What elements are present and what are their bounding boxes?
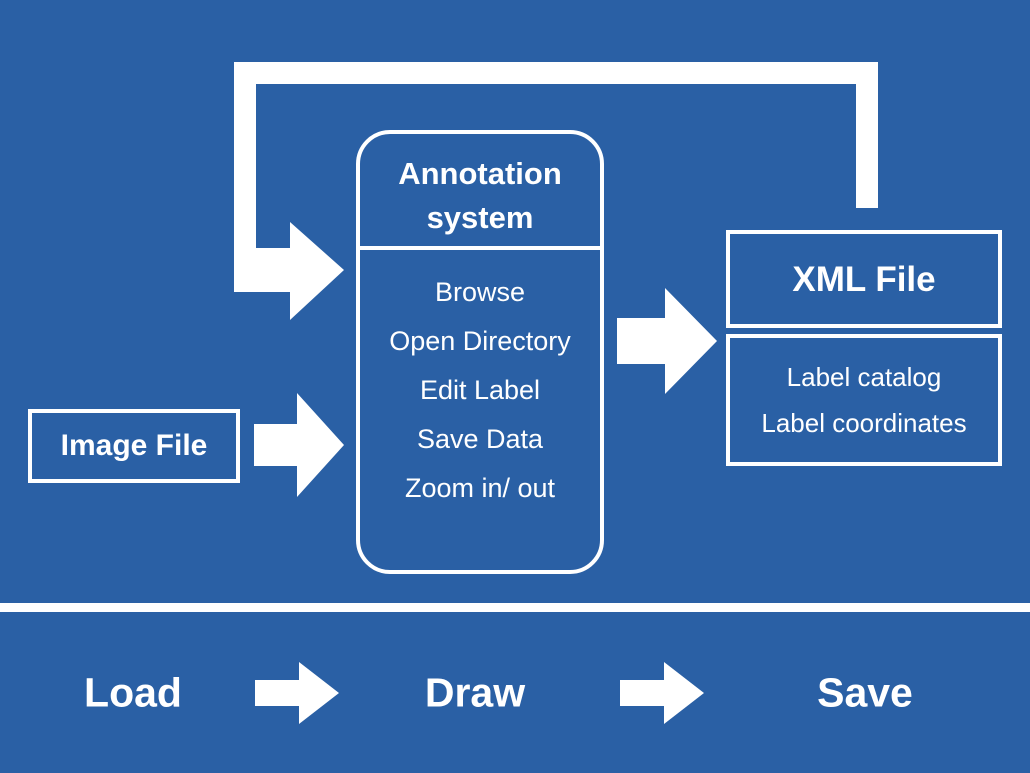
feedback-loop-top-segment (234, 62, 878, 84)
feedback-loop-left-segment (234, 62, 256, 270)
annotation-system-title: Annotation system (360, 152, 600, 240)
arrow-right-icon-load-to-draw (255, 661, 339, 724)
workflow-step-load: Load (84, 669, 182, 715)
list-item: Zoom in/ out (404, 473, 556, 503)
xml-file-contents: Label catalog Label coordinates (726, 334, 1002, 466)
list-item: Save Data (416, 424, 544, 454)
list-item: Label catalog (786, 362, 942, 392)
arrow-right-icon-system-to-xml (617, 288, 717, 394)
annotation-system-title-line2: system (426, 200, 534, 236)
list-item: Edit Label (419, 375, 541, 405)
xml-file-title: XML File (792, 259, 936, 299)
feedback-loop-right-segment (856, 62, 878, 208)
section-divider (0, 603, 1030, 612)
xml-file-header: XML File (726, 230, 1002, 328)
workflow-step-save: Save (817, 669, 913, 715)
xml-file-box: XML File Label catalog Label coordinates (726, 230, 1002, 466)
image-file-label: Image File (60, 429, 208, 462)
list-item: Label coordinates (761, 408, 967, 438)
loop-arrow-icon (234, 222, 344, 320)
annotation-system-title-line1: Annotation (398, 156, 562, 191)
workflow-band: Load Draw Save (0, 612, 1030, 773)
annotation-system-feature-list: Browse Open Directory Edit Label Save Da… (360, 256, 600, 513)
arrow-right-icon-draw-to-save (620, 661, 704, 724)
workflow-step-draw: Draw (424, 669, 526, 715)
annotation-system-card: Annotation system Browse Open Directory … (356, 130, 604, 574)
arrow-right-icon-image-to-system (254, 393, 344, 497)
list-item: Browse (434, 277, 526, 307)
image-file-box: Image File (28, 409, 240, 483)
annotation-system-divider (360, 246, 600, 250)
list-item: Open Directory (389, 326, 571, 356)
